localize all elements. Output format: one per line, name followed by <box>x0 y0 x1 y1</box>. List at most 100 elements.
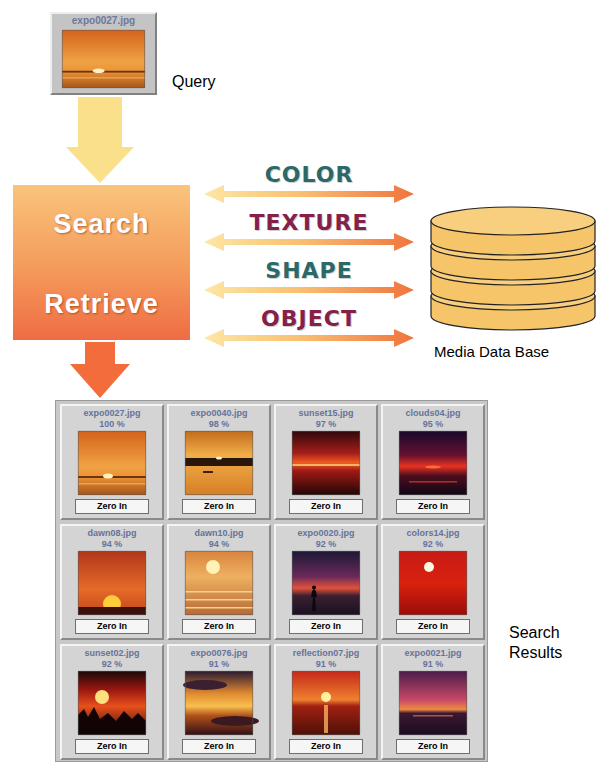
double-arrow <box>204 329 414 347</box>
photo-frame <box>78 671 145 734</box>
match-percent: 91 % <box>169 659 269 670</box>
photo-thumbnail <box>399 551 467 615</box>
button-label: Zero In <box>76 620 148 633</box>
photo-detail <box>183 680 227 690</box>
photo-frame <box>185 671 252 734</box>
photo-sky <box>62 30 145 88</box>
file-name: expo0027.jpg <box>62 408 162 419</box>
photo-thumbnail <box>292 431 360 495</box>
photo-detail <box>62 77 145 78</box>
photo-sky <box>399 671 467 735</box>
button-label: Zero In <box>290 740 362 753</box>
photo-thumbnail <box>399 671 467 735</box>
zero-in-button: Zero In <box>396 739 470 754</box>
button-label: Zero In <box>397 500 469 513</box>
button-label: Zero In <box>290 620 362 633</box>
zero-in-button: Zero In <box>182 499 256 514</box>
query-thumbnail: expo0027.jpg <box>50 12 157 95</box>
results-label: Search Results <box>509 623 589 663</box>
match-percent: 92 % <box>62 659 162 670</box>
photo-detail <box>185 599 253 601</box>
results-panel: Zero In expo0027.jpg100 % Zero In expo0040.… <box>55 400 488 762</box>
match-percent: 100 % <box>62 419 162 430</box>
photo-frame <box>185 551 252 614</box>
feature-label: COLOR <box>265 162 354 188</box>
file-name: expo0027.jpg <box>52 15 155 27</box>
photo-sky <box>185 431 253 495</box>
photo-thumbnail <box>185 431 253 495</box>
photo-detail <box>185 607 253 609</box>
zero-in-button: Zero In <box>289 739 363 754</box>
photo-detail <box>95 690 109 704</box>
photo-sky <box>185 551 253 615</box>
zero-in-button: Zero In <box>75 739 149 754</box>
photo-thumbnail <box>185 671 253 735</box>
photo-thumbnail <box>399 431 467 495</box>
photo-thumbnail <box>185 551 253 615</box>
photo-sky <box>292 671 360 735</box>
zero-in-button: Zero In <box>289 619 363 634</box>
photo-detail <box>93 69 105 74</box>
file-name: expo0076.jpg <box>169 648 269 659</box>
result-thumbnail: Zero In expo0027.jpg100 % <box>60 404 164 520</box>
button-label: Zero In <box>290 500 362 513</box>
result-thumbnail: Zero In sunset15.jpg97 % <box>274 404 378 520</box>
photo-detail <box>211 716 259 726</box>
file-name: clouds04.jpg <box>383 408 483 419</box>
photo-frame <box>399 671 466 734</box>
feature-label: SHAPE <box>265 258 352 284</box>
photo-detail <box>78 707 146 735</box>
zero-in-button: Zero In <box>396 499 470 514</box>
photo-frame <box>62 30 144 87</box>
process-box: SearchRetrieve <box>13 185 190 340</box>
match-percent: 95 % <box>383 419 483 430</box>
photo-detail <box>292 464 360 466</box>
photo-detail <box>321 692 331 702</box>
result-thumbnail: Zero In expo0040.jpg98 % <box>167 404 271 520</box>
file-name: sunset02.jpg <box>62 648 162 659</box>
database-label: Media Data Base <box>434 343 598 361</box>
photo-detail <box>78 607 146 615</box>
button-label: Zero In <box>76 500 148 513</box>
result-thumbnail: Zero Incolors14.jpg92 % <box>381 524 485 640</box>
disk-top <box>431 207 595 235</box>
match-percent: 97 % <box>276 419 376 430</box>
double-arrow <box>204 281 414 299</box>
button-label: Zero In <box>183 500 255 513</box>
match-percent: 91 % <box>383 659 483 670</box>
flow-arrow <box>70 342 130 398</box>
zero-in-button: Zero In <box>182 739 256 754</box>
match-percent: 91 % <box>276 659 376 670</box>
zero-in-button: Zero In <box>289 499 363 514</box>
database-cylinder: Media Data Base <box>428 205 598 370</box>
feature-label: TEXTURE <box>250 210 369 236</box>
photo-sky <box>78 551 146 615</box>
photo-frame <box>292 671 359 734</box>
photo-frame <box>78 551 145 614</box>
result-thumbnail: Zero Indawn10.jpg94 % <box>167 524 271 640</box>
match-percent: 98 % <box>169 419 269 430</box>
process-label: Retrieve <box>13 287 190 321</box>
result-thumbnail: Zero In sunset02.jpg92 % <box>60 644 164 760</box>
result-thumbnail: Zero In clouds04.jpg95 % <box>381 404 485 520</box>
button-label: Zero In <box>183 620 255 633</box>
photo-frame <box>399 551 466 614</box>
match-percent: 94 % <box>169 539 269 550</box>
photo-sky <box>78 671 146 735</box>
file-name: sunset15.jpg <box>276 408 376 419</box>
photo-detail <box>409 481 457 483</box>
flow-arrow <box>66 97 134 183</box>
photo-detail <box>206 560 220 574</box>
result-thumbnail: Zero Indawn08.jpg94 % <box>60 524 164 640</box>
result-thumbnail: Zero Inexpo0020.jpg92 % <box>274 524 378 640</box>
photo-frame <box>292 551 359 614</box>
photo-sky <box>292 431 360 495</box>
caption-label: Query <box>172 73 216 91</box>
file-name: expo0021.jpg <box>383 648 483 659</box>
match-percent: 92 % <box>383 539 483 550</box>
file-name: dawn08.jpg <box>62 528 162 539</box>
photo-detail <box>324 705 328 733</box>
photo-sky <box>399 551 467 615</box>
file-name: expo0040.jpg <box>169 408 269 419</box>
zero-in-button: Zero In <box>396 619 470 634</box>
